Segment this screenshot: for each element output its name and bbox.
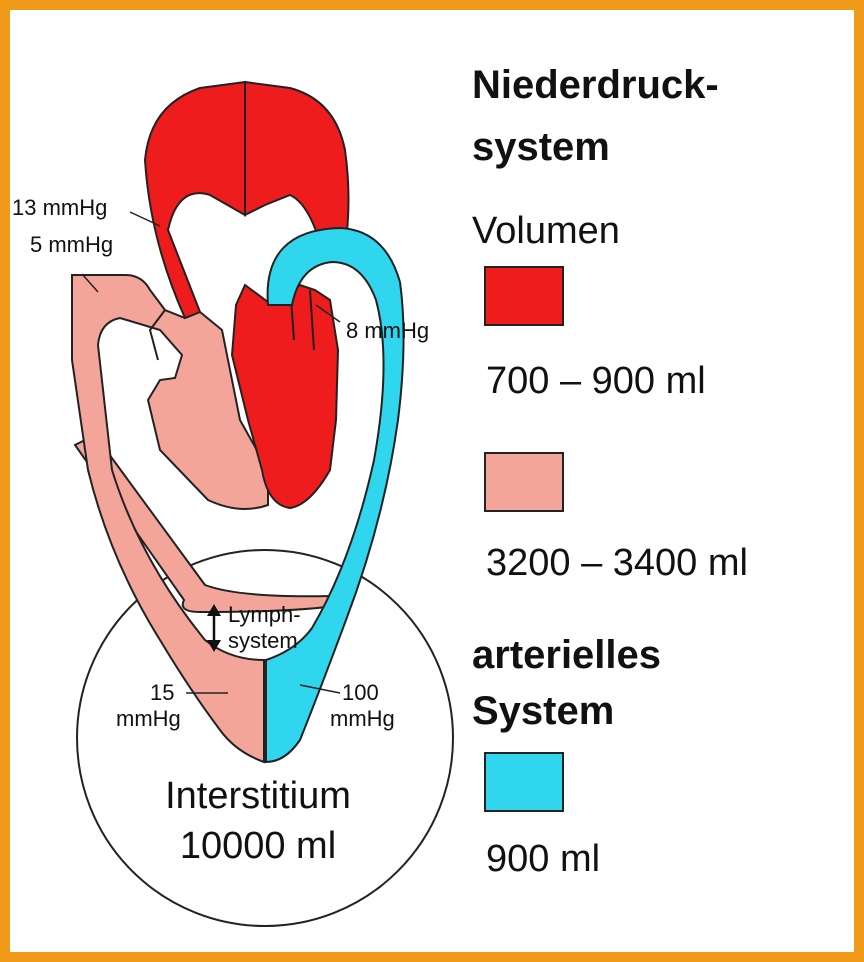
red-volume-value: 700 – 900 ml <box>486 360 706 403</box>
lymph-label-1: Lymph- <box>228 602 301 627</box>
pulmonary-lungs <box>145 82 245 318</box>
interstitium-volume: 10000 ml <box>180 825 336 867</box>
cyan-volume-value: 900 ml <box>486 838 600 881</box>
pink-volume-value: 3200 – 3400 ml <box>486 542 748 585</box>
interstitium-label: Interstitium <box>165 775 351 817</box>
swatch-pink <box>484 452 564 512</box>
low-pressure-heading-2: system <box>472 122 610 172</box>
arterial-heading-2: System <box>472 686 614 736</box>
arterial-heading-1: arterielles <box>472 630 661 680</box>
low-pressure-heading-1: Niederdruck- <box>472 60 719 110</box>
pressure-label-100-value: 100 <box>342 680 379 705</box>
pressure-label-8: 8 mmHg <box>346 318 429 343</box>
pressure-label-100-unit: mmHg <box>330 706 395 731</box>
swatch-cyan <box>484 752 564 812</box>
volume-heading: Volumen <box>472 210 620 253</box>
pressure-label-13: 13 mmHg <box>12 195 107 220</box>
pressure-label-5: 5 mmHg <box>30 232 113 257</box>
pressure-label-15-unit: mmHg <box>116 706 181 731</box>
swatch-red <box>484 266 564 326</box>
lymph-label-2: system <box>228 628 298 653</box>
pressure-label-15-value: 15 <box>150 680 174 705</box>
